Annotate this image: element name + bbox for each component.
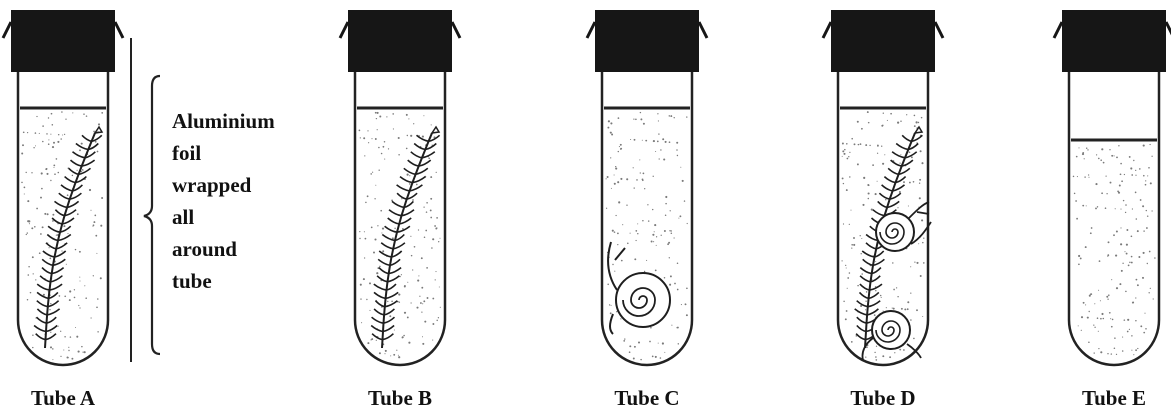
water-dots [1073, 144, 1156, 355]
foil-label-line: all [172, 205, 194, 229]
tube-c: Tube C [587, 10, 707, 410]
foil-label: Aluminium foil wrapped all around tube [172, 109, 280, 293]
tube-glass [1069, 72, 1159, 365]
tube-label: Tube A [31, 386, 96, 410]
foil-label-line: around [172, 237, 237, 261]
tube-d: Tube D [823, 10, 943, 410]
snail-icon [608, 242, 670, 334]
tube-a: Tube A [3, 10, 123, 410]
tube-label: Tube B [368, 386, 432, 410]
tube-label: Tube C [614, 386, 679, 410]
tube-e: Tube E [1054, 10, 1171, 410]
foil-label-line: foil [172, 141, 201, 165]
foil-bracket [144, 76, 160, 354]
foil-annotation: Aluminium foil wrapped all around tube [131, 38, 280, 362]
stopper [587, 10, 707, 72]
tube-label: Tube D [850, 386, 915, 410]
foil-label-line: Aluminium [172, 109, 275, 133]
tube-b: Tube B [340, 10, 460, 410]
stopper [3, 10, 123, 72]
stopper [1054, 10, 1171, 72]
tube-label: Tube E [1082, 386, 1146, 410]
snail-icon [876, 202, 931, 251]
stopper [340, 10, 460, 72]
foil-label-line: tube [172, 269, 212, 293]
stopper [823, 10, 943, 72]
pondweed-icon [371, 127, 439, 348]
foil-label-line: wrapped [172, 173, 252, 197]
pondweed-icon [34, 127, 102, 348]
